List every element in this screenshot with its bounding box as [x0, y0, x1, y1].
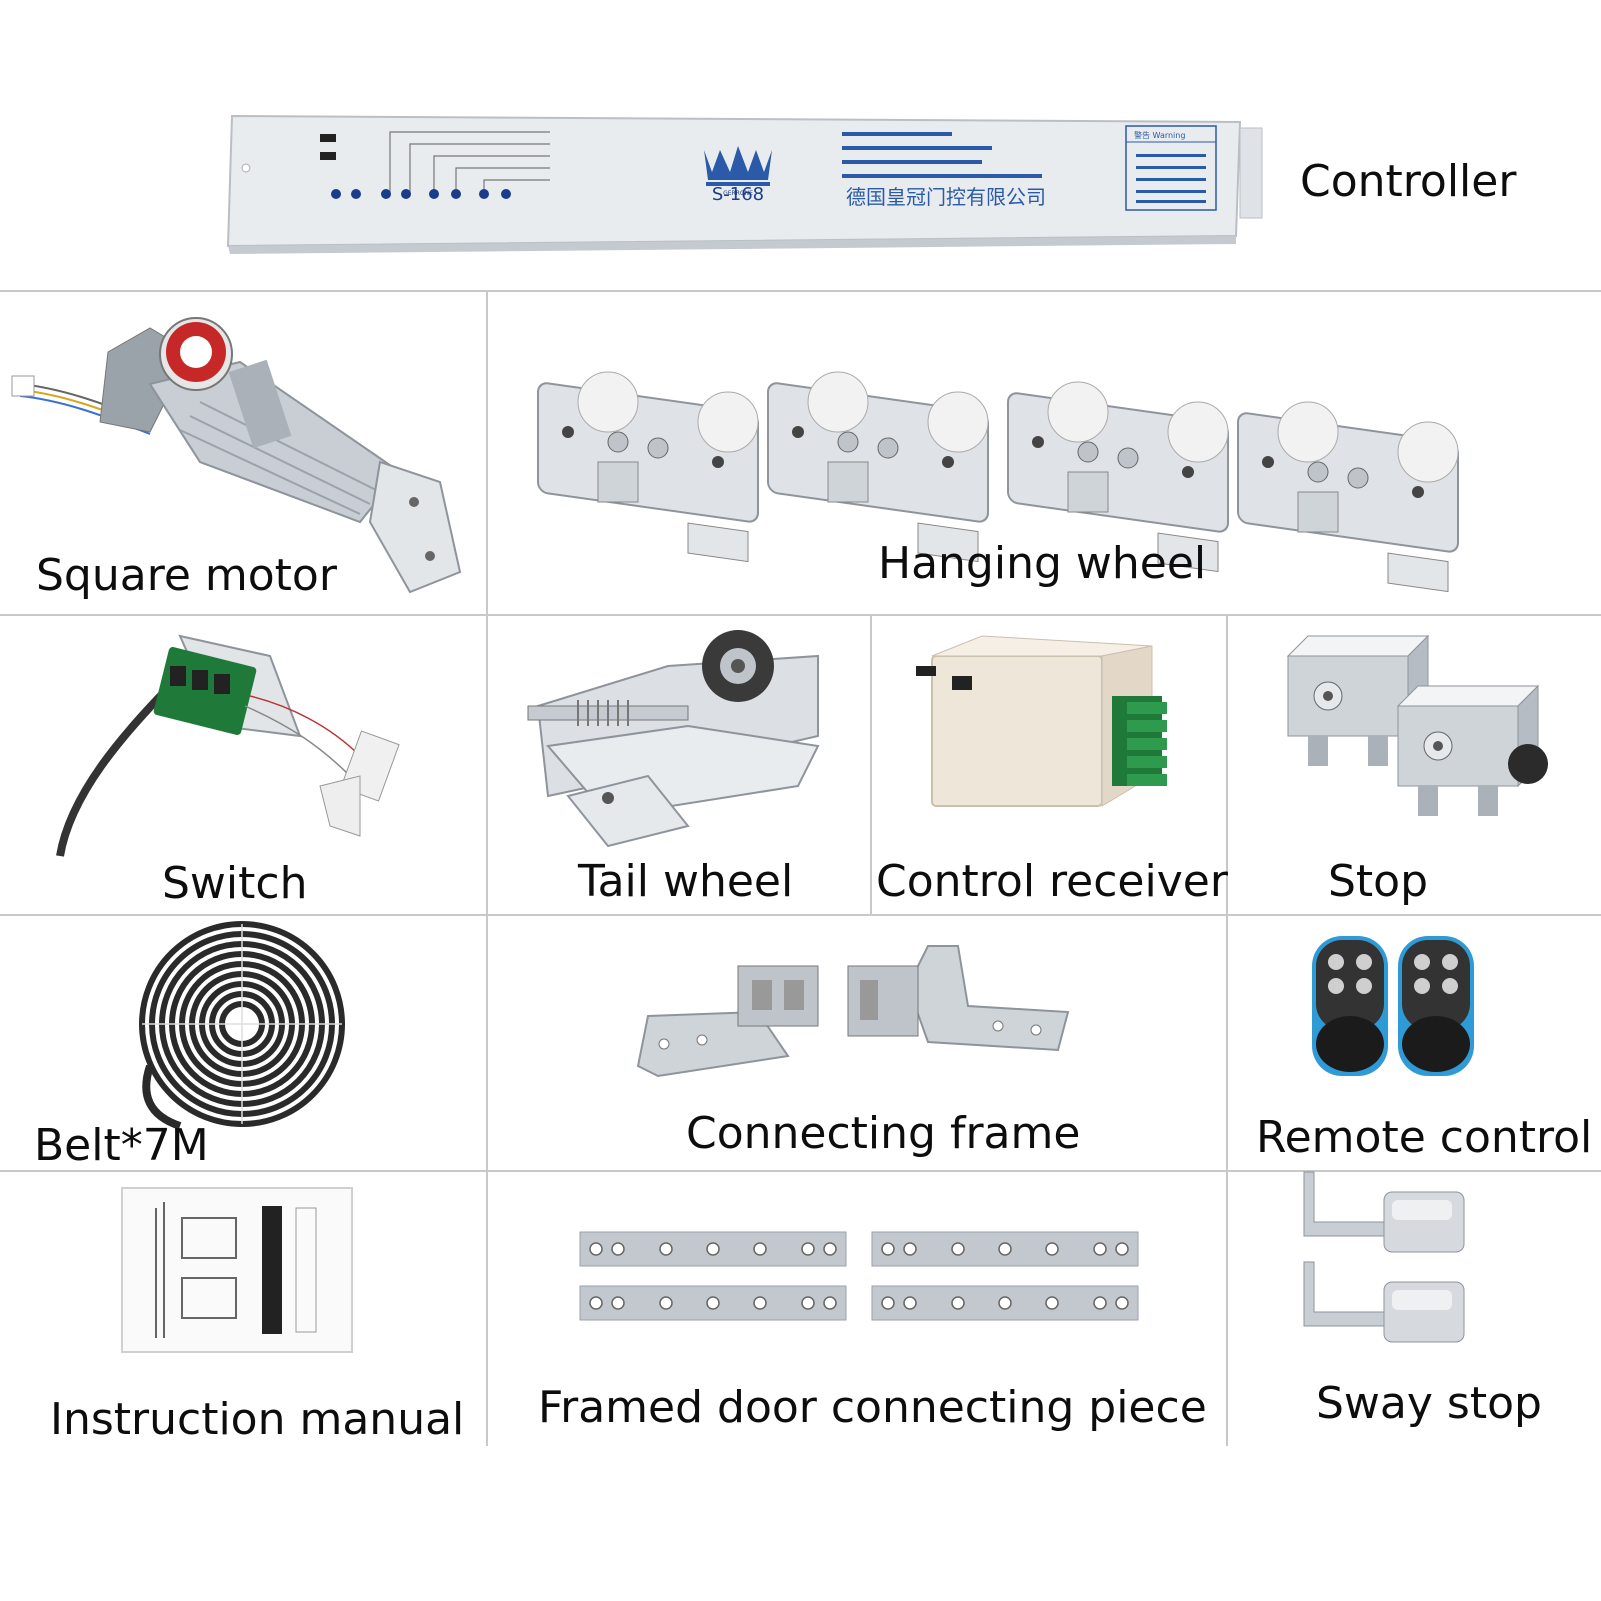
instruction-manual-label: Instruction manual	[50, 1394, 465, 1445]
remote-control-cell: Remote control	[1228, 916, 1601, 1170]
tail-wheel-image	[527, 630, 820, 848]
stop-cell: Stop	[1228, 616, 1601, 914]
sway-stop-cell: Sway stop	[1228, 1171, 1601, 1472]
switch-image	[56, 634, 400, 857]
remote-1-icon	[1312, 936, 1388, 1076]
sway-stop-2	[1303, 1261, 1465, 1343]
controller-model: S-168	[712, 184, 764, 205]
hanging-wheel-4	[1237, 401, 1459, 593]
connecting-frame-cell: Connecting frame	[488, 916, 1226, 1170]
connecting-frame-label: Connecting frame	[686, 1108, 1081, 1159]
connecting-strip-3	[579, 1285, 847, 1321]
square-motor-cell: Square motor	[0, 292, 486, 614]
controller-cell: S-168 GERRONE 德国皇冠门控有限公司 警告 Warning Cont…	[0, 0, 1601, 290]
controller-company: 德国皇冠门控有限公司	[846, 185, 1046, 209]
hanging-wheel-label: Hanging wheel	[878, 538, 1207, 589]
tail-wheel-label: Tail wheel	[578, 856, 794, 907]
framed-door-piece-cell: Framed door connecting piece	[488, 1172, 1226, 1472]
sway-stop-label: Sway stop	[1316, 1378, 1542, 1429]
divider-col3	[1226, 614, 1228, 1446]
divider-row2	[0, 614, 1601, 616]
controller-brand: GERRONE	[723, 190, 753, 197]
instruction-manual-cell: Instruction manual	[0, 1172, 486, 1472]
controller-image: S-168 GERRONE 德国皇冠门控有限公司 警告 Warning	[226, 114, 1263, 254]
crown-logo-icon	[704, 146, 772, 186]
connecting-strip-4	[871, 1285, 1139, 1321]
connecting-strip-1	[579, 1231, 847, 1267]
belt-image	[139, 921, 345, 1130]
divider-col2	[870, 614, 872, 914]
divider-row4	[0, 1170, 1601, 1172]
stop-image	[1287, 635, 1548, 817]
hanging-wheel-1	[537, 371, 759, 563]
hanging-wheel-cell: Hanging wheel	[488, 292, 1601, 614]
control-receiver-label: Control receiver	[876, 856, 1228, 907]
sway-stop-1	[1303, 1171, 1465, 1253]
control-receiver-image	[916, 635, 1167, 807]
divider-col1	[486, 290, 488, 1446]
control-receiver-cell: Control receiver	[872, 616, 1228, 914]
divider-row3	[0, 914, 1601, 916]
remote-control-label: Remote control	[1256, 1112, 1593, 1163]
controller-warning: 警告 Warning	[1134, 130, 1185, 140]
divider-top	[0, 290, 1601, 292]
switch-label: Switch	[162, 858, 308, 909]
connecting-strip-2	[871, 1231, 1139, 1267]
tail-wheel-cell: Tail wheel	[488, 616, 870, 914]
controller-label: Controller	[1300, 156, 1517, 207]
square-motor-label: Square motor	[36, 550, 337, 601]
hanging-wheel-2	[767, 371, 989, 563]
belt-label: Belt*7M	[34, 1120, 209, 1171]
stop-label: Stop	[1328, 856, 1429, 907]
framed-door-piece-label: Framed door connecting piece	[538, 1382, 1207, 1433]
square-motor-image	[11, 317, 462, 594]
instruction-manual-image	[121, 1187, 353, 1353]
switch-cell: Switch	[0, 616, 486, 914]
connecting-frame-image	[636, 945, 1070, 1078]
belt-cell: Belt*7M	[0, 916, 486, 1170]
remote-2-icon	[1398, 936, 1474, 1076]
